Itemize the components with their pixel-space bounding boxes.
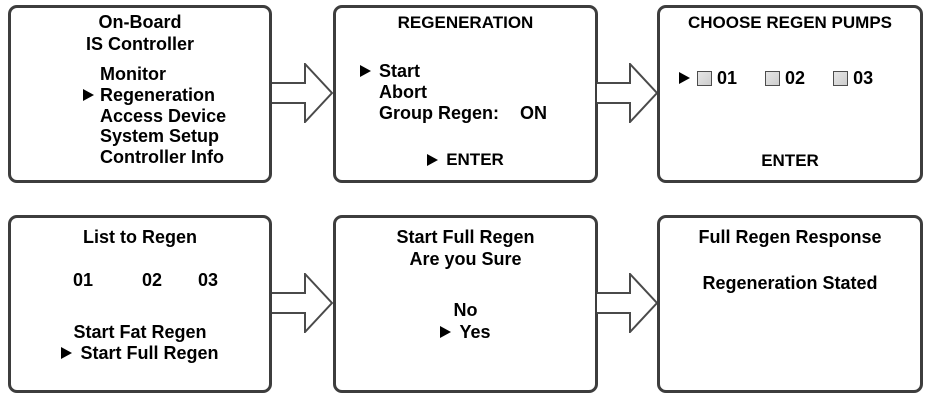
enter-label: ENTER: [446, 150, 504, 169]
menu-item-start-full-regen: Start Full Regen: [11, 342, 269, 364]
screen-title: CHOOSE REGEN PUMPS: [687, 13, 893, 32]
main-menu-list: Monitor Regeneration Access Device Syste…: [83, 64, 226, 168]
enter-label: ENTER: [761, 151, 819, 170]
screen-confirm-full-regen: Start Full Regen Are you Sure No Yes: [333, 215, 598, 393]
screen-title: IS Controller: [85, 34, 194, 54]
selection-pointer-icon: [61, 347, 73, 359]
menu-item-label: Yes: [459, 322, 491, 342]
screen-regeneration: REGENERATION Start Abort Group Regen: ON…: [333, 5, 598, 183]
menu-item-abort: Abort: [379, 82, 547, 103]
screen-main-menu: On-Board IS Controller Monitor Regenerat…: [8, 5, 272, 183]
pump-checkbox-icon: [833, 70, 849, 86]
screen-title: List to Regen: [82, 227, 197, 247]
screen-title: On-Board: [98, 12, 182, 32]
menu-item-no: No: [453, 300, 478, 320]
pump-option-02: 02: [765, 68, 805, 89]
menu-item-access-device: Access Device: [100, 106, 226, 127]
menu-item-label: Access Device: [100, 105, 227, 126]
menu-item-monitor: Monitor: [100, 64, 226, 85]
group-regen-value: ON: [520, 102, 548, 123]
menu-item-system-setup: System Setup: [100, 126, 226, 147]
menu-item-controller-info: Controller Info: [100, 147, 226, 168]
flow-arrow-right-icon: [597, 63, 658, 123]
screen-list-to-regen: List to Regen 01 02 03 Start Fat Regen S…: [8, 215, 272, 393]
menu-item-label: Start: [379, 61, 421, 81]
pump-label: 01: [717, 67, 738, 88]
pump-checkbox-icon: [765, 70, 781, 86]
pump-option-03: 03: [833, 68, 873, 89]
menu-item-start-fat-regen: Start Fat Regen: [73, 322, 207, 342]
pump-number: 01: [73, 270, 94, 290]
menu-item-yes: Yes: [336, 321, 595, 343]
screen-choose-regen-pumps: CHOOSE REGEN PUMPS 01 02 03 ENTER: [657, 5, 923, 183]
menu-item-label: Monitor: [100, 64, 166, 84]
screen-title: Full Regen Response: [698, 227, 882, 247]
group-regen-row: Group Regen: ON: [379, 103, 547, 124]
menu-item-regeneration: Regeneration: [83, 84, 226, 106]
menu-item-label: Start Full Regen: [80, 343, 219, 363]
selection-pointer-icon: [83, 88, 94, 101]
screen-title: REGENERATION: [397, 13, 534, 32]
menu-item-label: Regeneration: [100, 84, 216, 105]
group-regen-label: Group Regen:: [379, 102, 499, 123]
selection-pointer-icon: [679, 72, 690, 84]
screen-title: Start Full Regen: [396, 227, 535, 247]
selection-pointer-icon: [440, 326, 452, 338]
response-message: Regeneration Stated: [702, 273, 878, 293]
screen-full-regen-response: Full Regen Response Regeneration Stated: [657, 215, 923, 393]
pump-checkbox-row: 01 02 03: [679, 68, 873, 88]
pump-option-01: 01: [697, 68, 737, 89]
pump-label: 03: [853, 67, 874, 88]
flow-arrow-right-icon: [597, 273, 658, 333]
pump-checkbox-icon: [697, 70, 712, 86]
flow-arrow-right-icon: [272, 63, 333, 123]
flow-arrow-right-icon: [272, 273, 333, 333]
pump-number: 02: [142, 270, 163, 290]
regeneration-menu-list: Start Abort Group Regen: ON: [360, 61, 547, 124]
selection-pointer-icon: [427, 154, 439, 166]
pump-number: 03: [198, 270, 219, 290]
menu-item-label: Abort: [379, 81, 427, 102]
menu-item-label: System Setup: [100, 126, 220, 147]
menu-item-start: Start: [360, 61, 547, 82]
selection-pointer-icon: [360, 65, 371, 77]
menu-item-label: Controller Info: [100, 147, 224, 168]
pump-label: 02: [785, 67, 806, 88]
screen-title: Are you Sure: [409, 249, 522, 269]
enter-action-row: ENTER: [336, 149, 595, 171]
